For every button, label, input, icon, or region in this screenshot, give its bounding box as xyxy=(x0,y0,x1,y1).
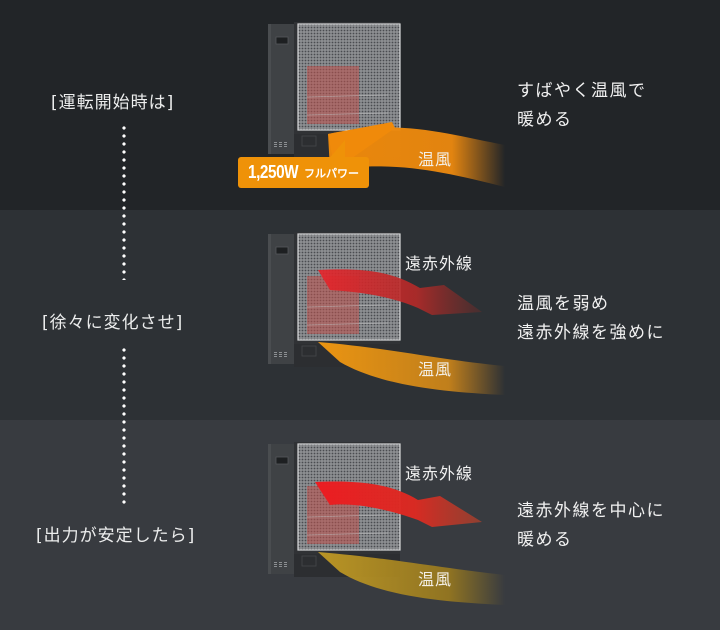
stage-2-label: [徐々に変化させ] xyxy=(42,313,184,333)
stage-2-infrared-label: 遠赤外線 xyxy=(405,254,474,273)
stage-3-warm-air-label: 温風 xyxy=(418,570,453,589)
badge-wattage: 1,250W xyxy=(248,162,299,182)
badge-full-power: フルパワー xyxy=(304,166,359,180)
stage-1-label: [運転開始時は] xyxy=(51,93,175,113)
stage-2-warm-air-label: 温風 xyxy=(418,360,453,379)
timeline-dotted-line-1 xyxy=(122,124,126,280)
stage-3-description: 遠赤外線を中心に 暖める xyxy=(517,501,665,550)
stage-1-description: すばやく温風で 暖める xyxy=(517,81,647,130)
stage-1-warm-air-label: 温風 xyxy=(418,150,453,169)
stage-3-infrared-label: 遠赤外線 xyxy=(405,464,474,483)
timeline-dotted-line-2 xyxy=(122,346,126,504)
stage-3-label: [出力が安定したら] xyxy=(36,526,196,546)
stage-2-description: 温風を弱め 遠赤外線を強めに xyxy=(517,294,665,343)
power-badge: 1,250W フルパワー xyxy=(238,157,369,188)
